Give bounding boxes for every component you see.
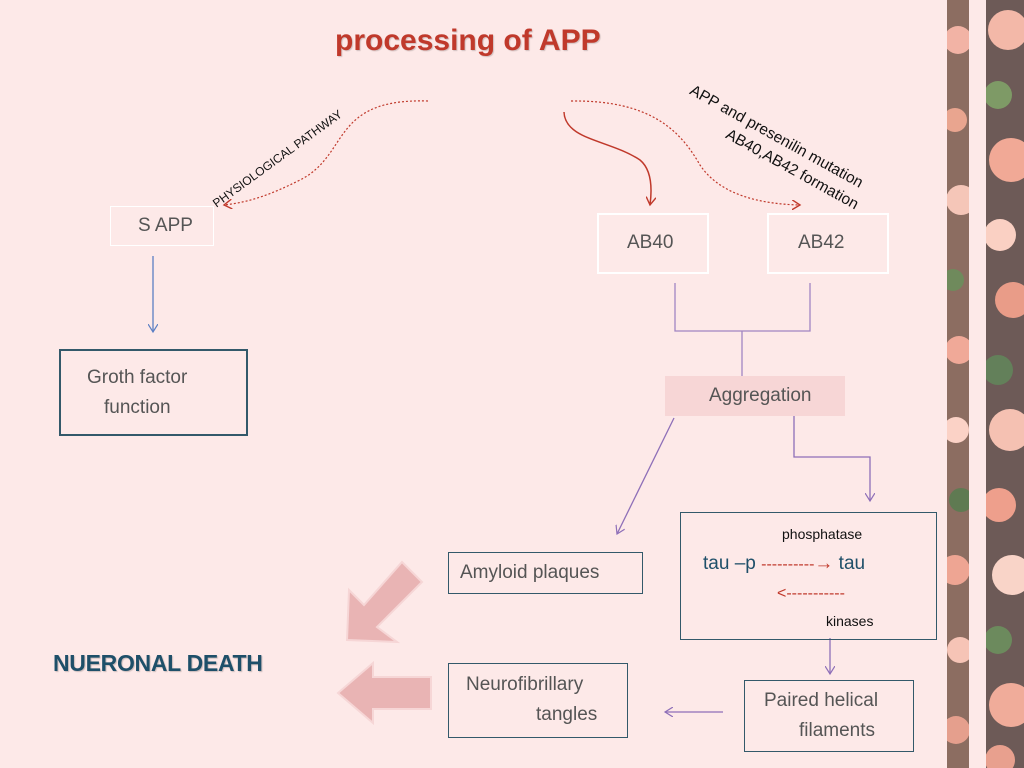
phf-line2: filaments [799,720,876,741]
sapp-label: S APP [138,215,193,236]
slide-title: processing of APP [335,24,601,57]
neurofibrillary-tangles-node [448,663,628,738]
tau-phosphorylation-node [680,512,937,640]
floral-border-inner [947,0,969,768]
tau-label: tau [838,553,866,574]
phf-line1: Paired helical [764,690,879,711]
paired-helical-filaments-node [744,680,914,752]
ab42-label: AB42 [798,232,845,253]
phosphorylation-arrow-text: <----------- [777,585,845,602]
sapp-node [110,206,214,246]
amyloid-plaques-node [448,552,643,594]
dephosphorylation-arrowhead: → [814,553,834,574]
nft-line2: tangles [536,704,598,725]
growth-factor-node [59,349,248,436]
nft-line1: Neurofibrillary [466,674,584,695]
growth-factor-line2: function [104,397,171,418]
amyloid-plaques-label: Amyloid plaques [460,562,600,583]
neuronal-death-label: NUERONAL DEATH [53,650,263,676]
aggregation-to-tau-arrow [793,412,870,501]
dephosphorylation-dashes: ---------- [761,556,815,573]
ab-merge-connector [674,283,811,376]
ab42-node [767,213,889,274]
ab40-formation-arrow [563,111,651,205]
nft-to-death-big-arrow [336,660,432,726]
ab40-label: AB40 [627,232,674,253]
aggregation-node [665,376,845,416]
mutation-pathway-arrow [570,100,800,205]
tau-equation: tau –p ----------→ tau [703,552,865,577]
kinases-label: kinases [826,613,874,629]
aggregation-label: Aggregation [709,385,812,406]
ab40-node [597,213,709,274]
physiological-pathway-arrow [224,100,429,205]
floral-border-outer [986,0,1024,768]
growth-factor-line1: Groth factor [87,367,188,388]
tau-p-label: tau –p [703,553,756,574]
aggregation-to-amyloid-arrow [617,417,675,534]
amyloid-to-death-big-arrow [345,560,424,644]
phosphatase-label: phosphatase [782,526,863,542]
